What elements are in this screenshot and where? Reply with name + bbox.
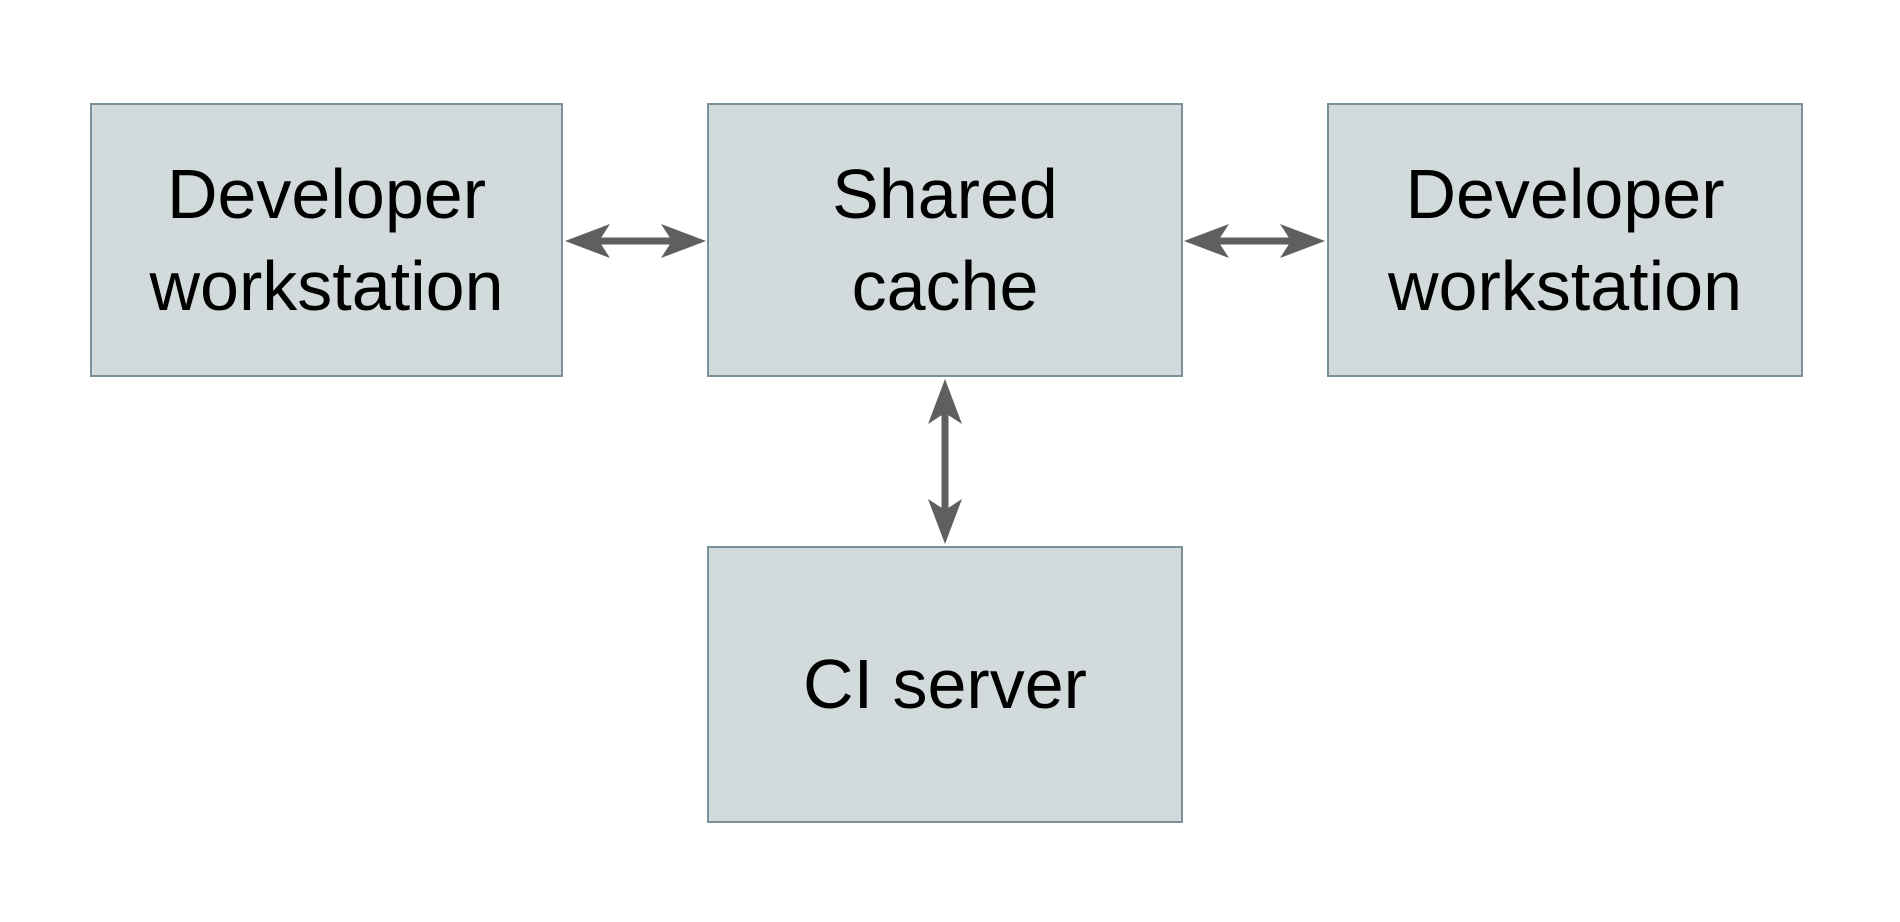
- node-label: Developer workstation: [1387, 154, 1743, 325]
- node-shared-cache: Shared cache: [707, 103, 1183, 377]
- bidirectional-arrow-left-workstation-cache: [565, 224, 706, 258]
- node-ci-server: CI server: [707, 546, 1183, 823]
- node-developer-workstation-right: Developer workstation: [1327, 103, 1803, 377]
- node-developer-workstation-left: Developer workstation: [90, 103, 563, 377]
- bidirectional-arrow-cache-right-workstation: [1184, 224, 1325, 258]
- bidirectional-arrow-cache-ci-server: [928, 379, 962, 544]
- node-label: CI server: [803, 645, 1087, 724]
- node-label: Shared cache: [832, 154, 1058, 325]
- node-label: Developer workstation: [149, 154, 504, 325]
